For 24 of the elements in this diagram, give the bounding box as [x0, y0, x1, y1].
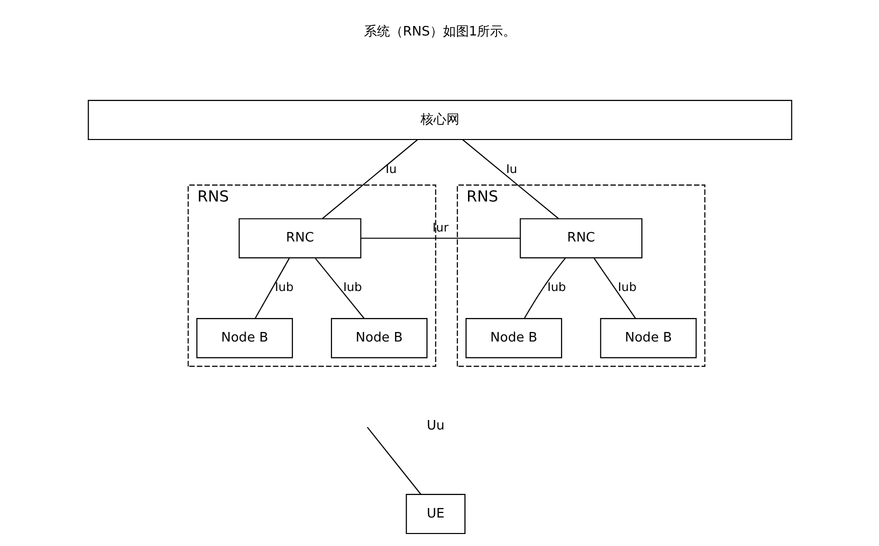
connector [360, 238, 520, 239]
edge-label: Iu [385, 162, 396, 176]
edge-label: Iub [342, 280, 362, 294]
connector [593, 258, 636, 319]
edge-label: Iu [506, 162, 517, 176]
node-box: Node B [465, 318, 562, 358]
edge-label: Iub [546, 280, 566, 294]
node-box: 核心网 [87, 100, 792, 140]
connector [314, 258, 364, 319]
node-box: Node B [600, 318, 696, 358]
node-box: Node B [330, 318, 428, 358]
node-box: RNC [519, 218, 642, 258]
node-box: Node B [196, 318, 292, 358]
connector [254, 258, 290, 319]
connector [523, 258, 566, 318]
edge-label: Iub [617, 280, 636, 294]
node-box: UE [405, 494, 465, 534]
connector [462, 139, 558, 219]
node-box: RNC [238, 218, 361, 258]
connector [322, 139, 418, 219]
connector [366, 426, 421, 495]
label: 系统（RNS）如图1所示。 [363, 24, 516, 40]
edge-label: Iub [274, 280, 294, 294]
label: Uu [426, 418, 444, 434]
